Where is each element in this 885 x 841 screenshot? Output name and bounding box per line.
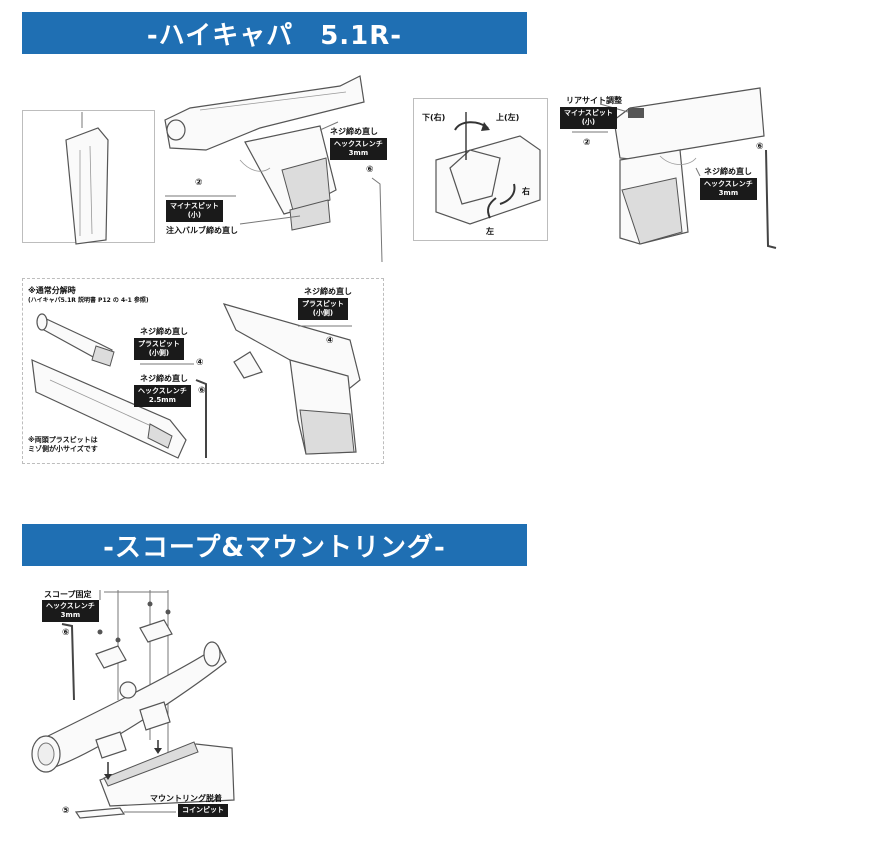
rear-sight-closeup-panel: [413, 98, 548, 241]
rear-sight-adjust-label: リアサイト調整: [566, 96, 622, 105]
section-title-scope: -スコープ&マウントリング-: [22, 524, 527, 566]
mount-ring-label: マウントリング脱着: [150, 794, 222, 803]
field-strip-heading: ※通常分解時: [28, 286, 76, 295]
hex-wrench-tag: ヘックスレンチ 3mm: [330, 138, 387, 160]
screw-retighten-label-d3: ネジ締め直し: [304, 287, 352, 296]
tool-number-5: ⑤: [62, 806, 70, 816]
valve-retighten-label: 注入バルブ締め直し: [166, 226, 238, 235]
magazine-drawing: [65, 112, 109, 245]
coin-bit-tag: コインピット: [178, 804, 228, 817]
screw-retighten-label-d2: ネジ締め直し: [140, 374, 188, 383]
tool-number-4b: ④: [326, 336, 334, 346]
section-title-hicapa: -ハイキャパ 5.1R-: [22, 12, 527, 54]
screw-retighten-label-c: ネジ締め直し: [704, 167, 752, 176]
double-bit-note: ※両頭プラスピットは ミゾ側が小サイズです: [28, 436, 98, 453]
flat-bit-tag: マイナスピット (小): [166, 200, 223, 222]
tool-number-6: ⑥: [366, 165, 374, 175]
hex-wrench-tag-scope: ヘックスレンチ 3mm: [42, 600, 99, 622]
tool-number-2-c: ②: [583, 138, 591, 148]
screw-retighten-label-d1: ネジ締め直し: [140, 327, 188, 336]
down-right-label: 下(右): [422, 113, 446, 122]
left-label: 左: [486, 227, 494, 236]
tool-number-4a: ④: [196, 358, 204, 368]
up-left-label: 上(左): [496, 113, 520, 122]
pistol-drawing-1: [164, 75, 365, 231]
tool-number-6-scope: ⑥: [62, 628, 70, 638]
field-strip-panel: [22, 278, 384, 464]
tool-number-6-c: ⑥: [756, 142, 764, 152]
scope-fix-label: スコープ固定: [44, 590, 92, 599]
screw-retighten-label: ネジ締め直し: [330, 127, 378, 136]
right-label: 右: [522, 187, 530, 196]
flat-bit-tag-c: マイナスピット (小): [560, 107, 617, 129]
hex-wrench-tag-c: ヘックスレンチ 3mm: [700, 178, 757, 200]
plus-bit-tag-d2: プラスピット (小側): [298, 298, 348, 320]
plus-bit-tag-d1: プラスピット (小側): [134, 338, 184, 360]
hex-wrench-tag-d: ヘックスレンチ 2.5mm: [134, 385, 191, 407]
tool-number-2: ②: [195, 178, 203, 188]
field-strip-subheading: (ハイキャパ5.1R 説明書 P12 の 4-1 参照): [28, 297, 149, 304]
tool-number-6-d: ⑥: [198, 386, 206, 396]
